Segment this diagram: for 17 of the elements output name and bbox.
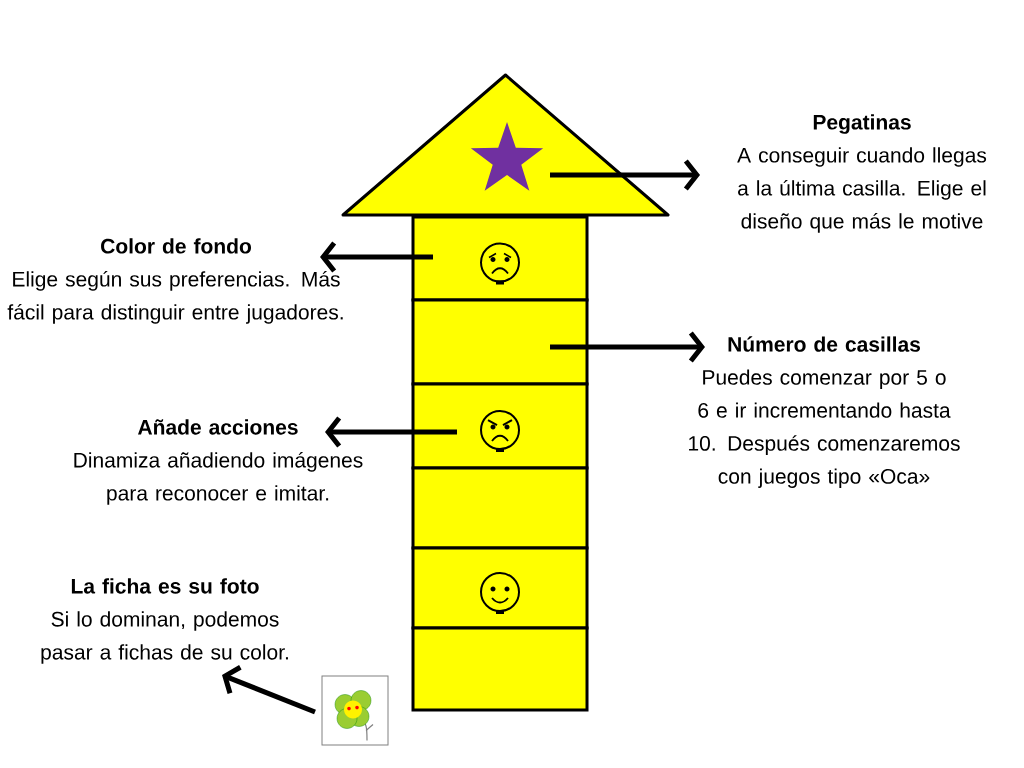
board-square xyxy=(411,298,589,386)
board-square xyxy=(411,626,589,712)
callout-text: La ficha es su foto Si lo dominan, podemos pasar a fichas de su color. xyxy=(41,578,288,664)
board-square xyxy=(411,466,589,550)
board-square xyxy=(411,215,589,302)
arrow xyxy=(550,159,700,191)
clover-drawing xyxy=(321,675,389,746)
callout-text: Número de casillas Puedes comenzar por 5 o 6 e ir incrementando hasta 10. Después comenzaremos con juegos tipo «Oca» xyxy=(689,336,960,488)
board-square xyxy=(411,382,589,470)
arrow xyxy=(320,241,433,273)
callout-text: Pegatinas A conseguir cuando llegas a la última casilla. Elige el diseño que más le motive xyxy=(737,114,987,233)
callout-text: Color de fondo Elige según sus preferencias. Más fácil para distinguir entre jugadores. xyxy=(7,238,343,324)
arrow xyxy=(325,416,457,448)
board-square xyxy=(411,546,589,630)
arrow xyxy=(550,331,705,363)
arrow xyxy=(222,665,316,715)
callout-text: Añade acciones Dinamiza añadiendo imágenes para reconocer e imitar. xyxy=(74,419,363,505)
